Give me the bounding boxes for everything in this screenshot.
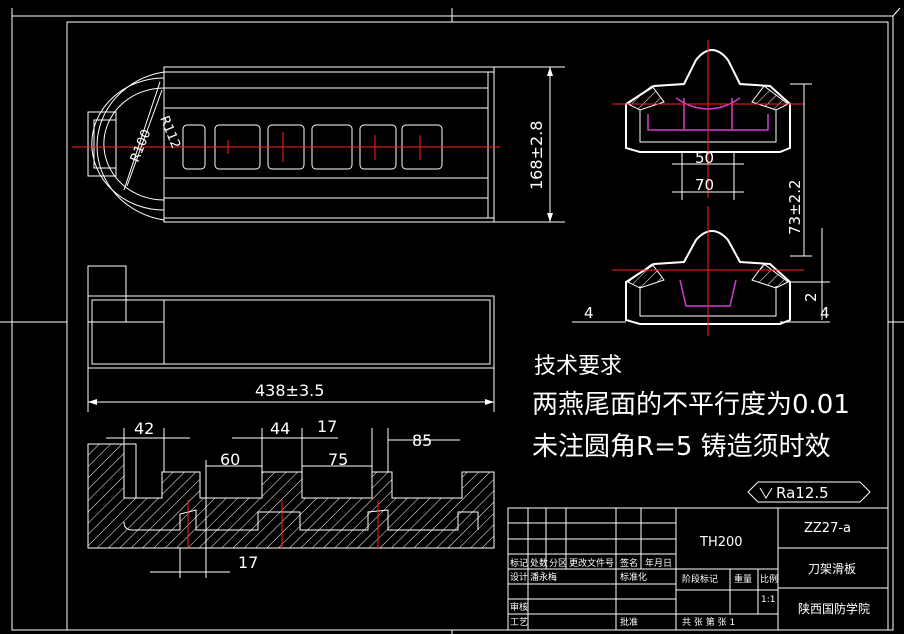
radius-r100-label: R100 [128,127,155,164]
section-view: 42 44 17 85 60 75 17 [87,417,495,578]
roughness-label: Ra12.5 [776,484,829,502]
technical-requirements: 技术要求 两燕尾面的不平行度为0.01 未注圆角R=5 铸造须时效 [532,354,850,462]
hdr-mark: 标记 [510,557,528,569]
school-name: 陕西国防学院 [798,601,870,616]
dim-50-label: 50 [695,149,714,167]
design-label: 设计 [510,571,528,583]
scale-label: 比例 [760,573,778,585]
dim-17-top-label: 17 [317,417,337,436]
part-name: 刀架滑板 [808,562,856,576]
dim-2-label: 2 [802,292,820,302]
dim-4-left-label: 4 [584,304,594,322]
tech-req-title: 技术要求 [534,354,622,379]
radius-r112-label: R112 [156,114,183,151]
title-block: TH200 ZZ27-a 刀架滑板 陕西国防学院 标记 处数 分区 更改文件号 … [507,507,889,631]
stage-label: 阶段标记 [682,573,718,585]
length-dimension-label: 438±3.5 [255,381,324,400]
width-dimension-label: 168±2.8 [527,121,546,190]
roughness-symbol: Ra12.5 [747,481,871,503]
drawing-frame [0,7,904,634]
height-dimension-label: 73±2.2 [786,179,804,235]
dim-17-bottom-label: 17 [238,553,258,572]
profile-view-upper: 50 70 [612,40,804,200]
dim-4-right-label: 4 [820,304,830,322]
scale-value: 1:1 [761,595,775,605]
hdr-date: 年月日 [645,557,672,569]
dim-75-label: 75 [328,450,348,469]
hdr-doc: 更改文件号 [569,557,614,569]
front-view: 438±3.5 [87,265,495,412]
top-view: R100 R112 168±2.8 [72,66,565,223]
hdr-count: 处数 [530,557,548,569]
dim-70-label: 70 [695,176,714,194]
approve-label: 批准 [620,616,638,628]
design-name: 潘永梅 [530,571,557,583]
dim-42-label: 42 [134,419,154,438]
hdr-sign: 签名 [620,557,638,569]
dim-85-label: 85 [412,431,432,450]
dim-44-label: 44 [270,419,290,438]
drawing-number: ZZ27-a [804,521,851,536]
tech-req-line2: 未注圆角R=5 铸造须时效 [532,432,831,462]
standard-label: 标准化 [620,571,647,583]
profile-view-lower: 73±2.2 2 4 4 [572,83,830,336]
weight-label: 重量 [734,573,752,585]
process-label: 工艺 [510,617,528,628]
review-label: 审核 [510,601,528,613]
sheets-label: 共 张 第 张 1 [682,616,735,628]
hdr-zone: 分区 [549,558,567,569]
dim-60-label: 60 [220,450,240,469]
model-label: TH200 [699,535,743,550]
tech-req-line1: 两燕尾面的不平行度为0.01 [532,390,850,420]
